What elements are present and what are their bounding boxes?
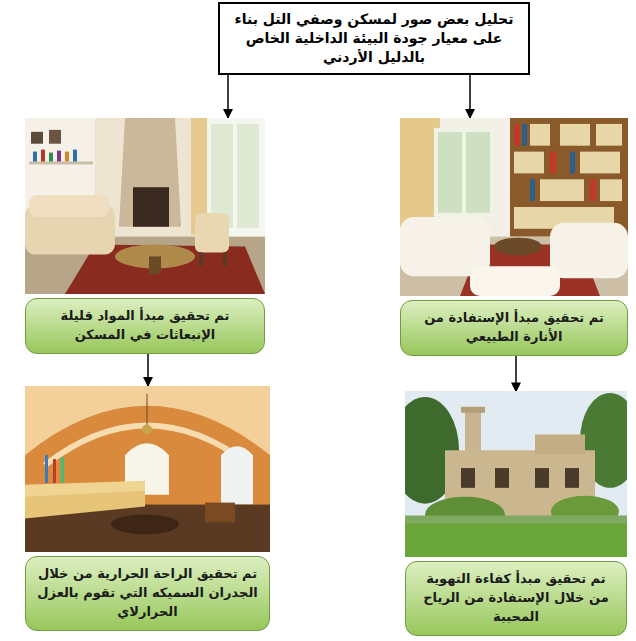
- room-photo: [25, 118, 265, 294]
- caption-panel: تم تحقيق الراحة الحرارية من خلال الجدران…: [25, 556, 270, 631]
- title-box: تحليل بعض صور لمسكن وصفي التل بناء على م…: [218, 2, 530, 75]
- caption-panel: تم تحقيق مبدأ الإستفادة من الأنارة الطبي…: [400, 300, 628, 356]
- room-photo: [400, 118, 628, 296]
- flow-arrow: [469, 75, 471, 118]
- caption-panel: تم تحقيق مبدأ كفاءة التهوية من خلال الإس…: [405, 561, 627, 636]
- caption-panel: تم تحقيق مبدأ المواد قليلة الإنبعاثات في…: [25, 298, 265, 354]
- caption-text: تم تحقيق مبدأ المواد قليلة الإنبعاثات في…: [36, 307, 254, 345]
- photo-card: تم تحقيق مبدأ المواد قليلة الإنبعاثات في…: [25, 118, 265, 354]
- flow-arrow: [227, 75, 229, 118]
- flow-arrow: [147, 354, 149, 386]
- room-photo: [25, 386, 270, 552]
- caption-text: تم تحقيق الراحة الحرارية من خلال الجدران…: [36, 565, 259, 622]
- photo-card: تم تحقيق الراحة الحرارية من خلال الجدران…: [25, 386, 270, 631]
- caption-text: تم تحقيق مبدأ كفاءة التهوية من خلال الإس…: [416, 570, 616, 627]
- photo-card: تم تحقيق مبدأ الإستفادة من الأنارة الطبي…: [400, 118, 628, 356]
- house-photo: [405, 391, 627, 557]
- photo-card: تم تحقيق مبدأ كفاءة التهوية من خلال الإس…: [405, 391, 627, 636]
- title-text: تحليل بعض صور لمسكن وصفي التل بناء على م…: [230, 10, 518, 67]
- caption-text: تم تحقيق مبدأ الإستفادة من الأنارة الطبي…: [411, 309, 617, 347]
- flow-arrow: [515, 356, 517, 392]
